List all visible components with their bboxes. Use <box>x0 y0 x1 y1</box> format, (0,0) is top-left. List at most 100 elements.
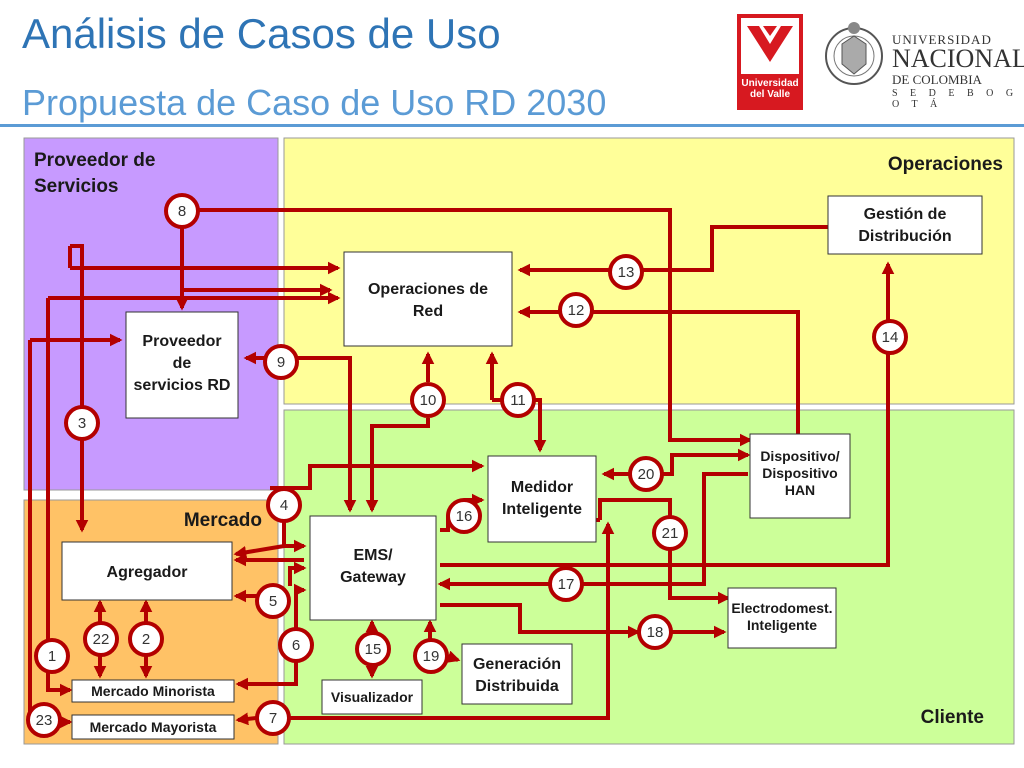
interface-circle-3 <box>64 405 100 441</box>
box-operaciones-red <box>343 251 513 347</box>
box-agregador <box>61 541 233 601</box>
link-4-medidor <box>270 459 485 490</box>
unal-logo: UNIVERSIDAD NACIONAL DE COLOMBIA S E D E… <box>822 14 1024 110</box>
interface-circle-17 <box>548 566 584 602</box>
interface-circle-13 <box>608 254 644 290</box>
interface-circle-6 <box>278 627 314 663</box>
interface-number-16: 16 <box>456 508 473 525</box>
box-mercado-mayorista <box>71 714 235 740</box>
interface-circle-18 <box>637 614 673 650</box>
unal-line3: DE COLOMBIA <box>892 72 982 87</box>
link-14 <box>440 261 895 567</box>
box-agregador-text: Agregador <box>107 564 188 581</box>
unal-seal-icon <box>825 22 883 85</box>
page-title: Análisis de Casos de Uso <box>22 10 501 57</box>
interface-number-20: 20 <box>638 466 655 483</box>
interface-circle-22 <box>83 621 119 657</box>
link-9-ems <box>298 356 357 513</box>
interface-number-1: 1 <box>48 648 56 665</box>
link-7-medidor <box>290 521 615 720</box>
unal-line4: S E D E B O G O T Á <box>892 88 1019 110</box>
interface-number-9: 9 <box>277 354 285 371</box>
univalle-logo: Universidad del Valle <box>737 14 803 110</box>
interface-number-23: 23 <box>36 712 53 729</box>
link-6-minorista <box>235 660 298 691</box>
interface-circle-1 <box>34 638 70 674</box>
interface-circle-21 <box>652 515 688 551</box>
link-6-ems <box>293 583 307 628</box>
box-visualizador <box>321 679 423 715</box>
link-20-disp <box>662 448 751 476</box>
connectors <box>28 208 895 729</box>
interface-number-4: 4 <box>280 497 288 514</box>
link-21-electro <box>668 550 731 605</box>
link-7-mayorista <box>235 712 257 726</box>
box-ems-text: EMS/Gateway <box>340 547 406 586</box>
box-medidor-inteligente <box>487 455 597 543</box>
interface-number-2: 2 <box>142 631 150 648</box>
interface-circle-19 <box>413 638 449 674</box>
link-5-ems <box>288 561 307 586</box>
unal-line2: NACIONAL <box>892 44 1024 73</box>
box-electrodomestico <box>727 587 837 649</box>
interface-circle-23 <box>26 702 62 738</box>
interface-circle-11 <box>500 382 536 418</box>
box-mayorista-text: Mercado Mayorista <box>90 719 217 735</box>
interface-circle-9 <box>263 344 299 380</box>
interface-number-17: 17 <box>558 576 575 593</box>
interface-circle-2 <box>128 621 164 657</box>
interface-number-6: 6 <box>292 637 300 654</box>
box-proveedor-rd <box>125 311 239 419</box>
box-gestion-distribucion <box>827 195 983 255</box>
univalle-logo-text: Universidad del Valle <box>741 78 799 100</box>
interface-circle-14 <box>872 319 908 355</box>
interface-number-12: 12 <box>568 302 585 319</box>
interface-number-10: 10 <box>420 392 437 409</box>
interface-number-5: 5 <box>269 593 277 610</box>
box-generacion-distribuida <box>461 643 573 705</box>
link-18-a <box>440 603 641 639</box>
link-8-dispositivo <box>198 208 753 447</box>
zone-operaciones-label: Operaciones <box>888 154 1003 175</box>
interface-circle-8 <box>164 193 200 229</box>
link-1-minorista <box>46 298 73 697</box>
interface-number-3: 3 <box>78 415 86 432</box>
box-minorista-text: Mercado Minorista <box>91 683 215 699</box>
link-12 <box>517 305 800 435</box>
zone-cliente-label: Cliente <box>921 707 984 728</box>
interface-number-19: 19 <box>423 648 440 665</box>
interface-number-22: 22 <box>93 631 110 648</box>
title-divider <box>0 124 1024 127</box>
box-mercado-minorista <box>71 679 235 703</box>
interface-circle-4 <box>266 487 302 523</box>
interface-number-8: 8 <box>178 203 186 220</box>
link-21-top <box>598 498 672 520</box>
interface-number-14: 14 <box>882 329 899 346</box>
zone-mercado-label: Mercado <box>184 510 262 531</box>
box-electrodomestico-text: Electrodomest.Inteligente <box>731 600 832 633</box>
interface-circle-15 <box>355 631 391 667</box>
interface-number-18: 18 <box>647 624 664 641</box>
box-visualizador-text: Visualizador <box>331 689 414 705</box>
interface-number-21: 21 <box>662 525 679 542</box>
interface-circle-5 <box>255 583 291 619</box>
interface-number-11: 11 <box>510 392 526 409</box>
link-3-top <box>70 244 84 440</box>
interface-number-13: 13 <box>618 264 635 281</box>
unal-line1: UNIVERSIDAD <box>892 32 992 47</box>
interface-circle-12 <box>558 292 594 328</box>
interface-number-7: 7 <box>269 710 277 727</box>
interface-number-15: 15 <box>365 641 382 658</box>
interface-circle-10 <box>410 382 446 418</box>
interface-circle-20 <box>628 456 664 492</box>
box-ems-gateway <box>309 515 437 621</box>
